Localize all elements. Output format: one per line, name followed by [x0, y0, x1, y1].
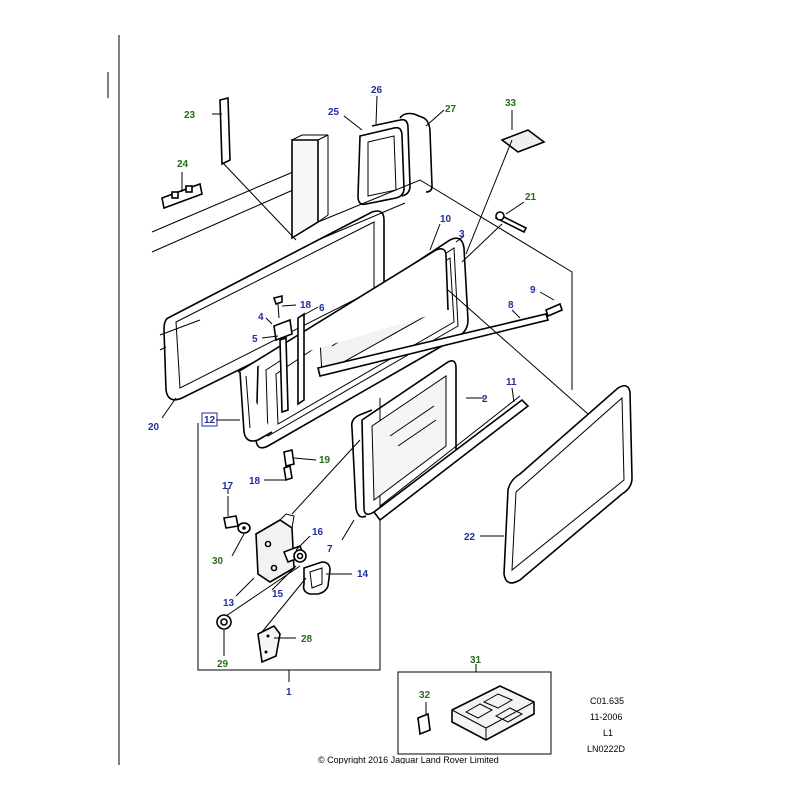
label-23: 23: [184, 110, 196, 121]
part-7-glass-seal[interactable]: [350, 409, 373, 518]
part-29-knob[interactable]: [216, 614, 232, 630]
label-30: 30: [212, 556, 224, 567]
label-19: 19: [319, 455, 331, 466]
label-16: 16: [312, 527, 324, 538]
part-22-large-seal[interactable]: [503, 384, 633, 584]
part-9-clip[interactable]: [545, 302, 563, 318]
label-22: 22: [464, 532, 476, 543]
part-6-clip[interactable]: [297, 312, 305, 406]
part-15-bush[interactable]: [293, 549, 307, 563]
label-26: 26: [371, 85, 383, 96]
label-3: 3: [459, 229, 465, 240]
part-21-pin[interactable]: [494, 211, 528, 234]
copyright-clip-mask: [300, 764, 560, 774]
label-4: 4: [258, 312, 264, 323]
label-1: 1: [286, 687, 292, 698]
callout-labels: 1 2 3 4 5 6 7 8 9 10 11 12 13 14 15 16 1…: [148, 85, 537, 701]
alignment-lines: [221, 139, 589, 633]
label-28: 28: [301, 634, 313, 645]
part-23-strip[interactable]: [219, 96, 231, 166]
label-14: 14: [357, 569, 369, 580]
label-21: 21: [525, 192, 537, 203]
ref-code: LN0222D: [587, 744, 626, 754]
ref-date: 11-2006: [590, 712, 622, 722]
label-6: 6: [319, 303, 325, 314]
part-4-5-bracket[interactable]: [273, 318, 293, 414]
label-18-upper: 18: [300, 300, 312, 311]
label-8: 8: [508, 300, 514, 311]
label-32: 32: [419, 690, 431, 701]
part-18-upper-screw[interactable]: [272, 294, 283, 319]
label-20: 20: [148, 422, 160, 433]
label-12: 12: [204, 415, 216, 426]
part-30-washer[interactable]: [237, 522, 251, 534]
part-8-channel[interactable]: [317, 313, 550, 377]
ref-level: L1: [603, 728, 613, 738]
label-2: 2: [482, 394, 488, 405]
label-5: 5: [252, 334, 258, 345]
label-31: 31: [470, 655, 482, 666]
part-31-kit-tray[interactable]: [451, 685, 535, 741]
copyright-text: © Copyright 2016 Jaguar Land Rover Limit…: [318, 755, 499, 765]
label-25: 25: [328, 107, 340, 118]
label-17: 17: [222, 481, 234, 492]
part-14-handle-pad[interactable]: [302, 561, 331, 595]
part-28-plate[interactable]: [257, 624, 281, 664]
part-25-glass-seal[interactable]: [357, 126, 405, 206]
part-26-seal[interactable]: [371, 118, 411, 197]
label-12-box: [201, 412, 218, 427]
label-18-lower: 18: [249, 476, 261, 487]
part-19-pin[interactable]: [283, 449, 295, 467]
part-13-latch-body[interactable]: [255, 513, 295, 583]
label-7: 7: [327, 544, 333, 555]
part-32-clip[interactable]: [417, 712, 431, 736]
ref-number: C01.635: [590, 696, 624, 706]
label-24: 24: [177, 159, 189, 170]
reference-block: C01.635 11-2006 L1 LN0222D: [587, 696, 626, 754]
label-10: 10: [440, 214, 452, 225]
part-24-bracket[interactable]: [161, 182, 203, 210]
label-9: 9: [530, 285, 536, 296]
part-12-inner-seal[interactable]: [237, 248, 449, 442]
part-17-screw[interactable]: [223, 496, 239, 529]
leader-lines: [161, 95, 555, 714]
part-11-lower-channel[interactable]: [372, 395, 530, 522]
part-18-lower-screw[interactable]: [283, 464, 293, 482]
part-31-kit-box-outline: [397, 671, 552, 755]
part-33-pad[interactable]: [500, 129, 546, 153]
label-13: 13: [223, 598, 235, 609]
label-27: 27: [445, 104, 457, 115]
label-11: 11: [506, 377, 517, 388]
label-33: 33: [505, 98, 517, 109]
label-29: 29: [217, 659, 229, 670]
label-15: 15: [272, 589, 284, 600]
